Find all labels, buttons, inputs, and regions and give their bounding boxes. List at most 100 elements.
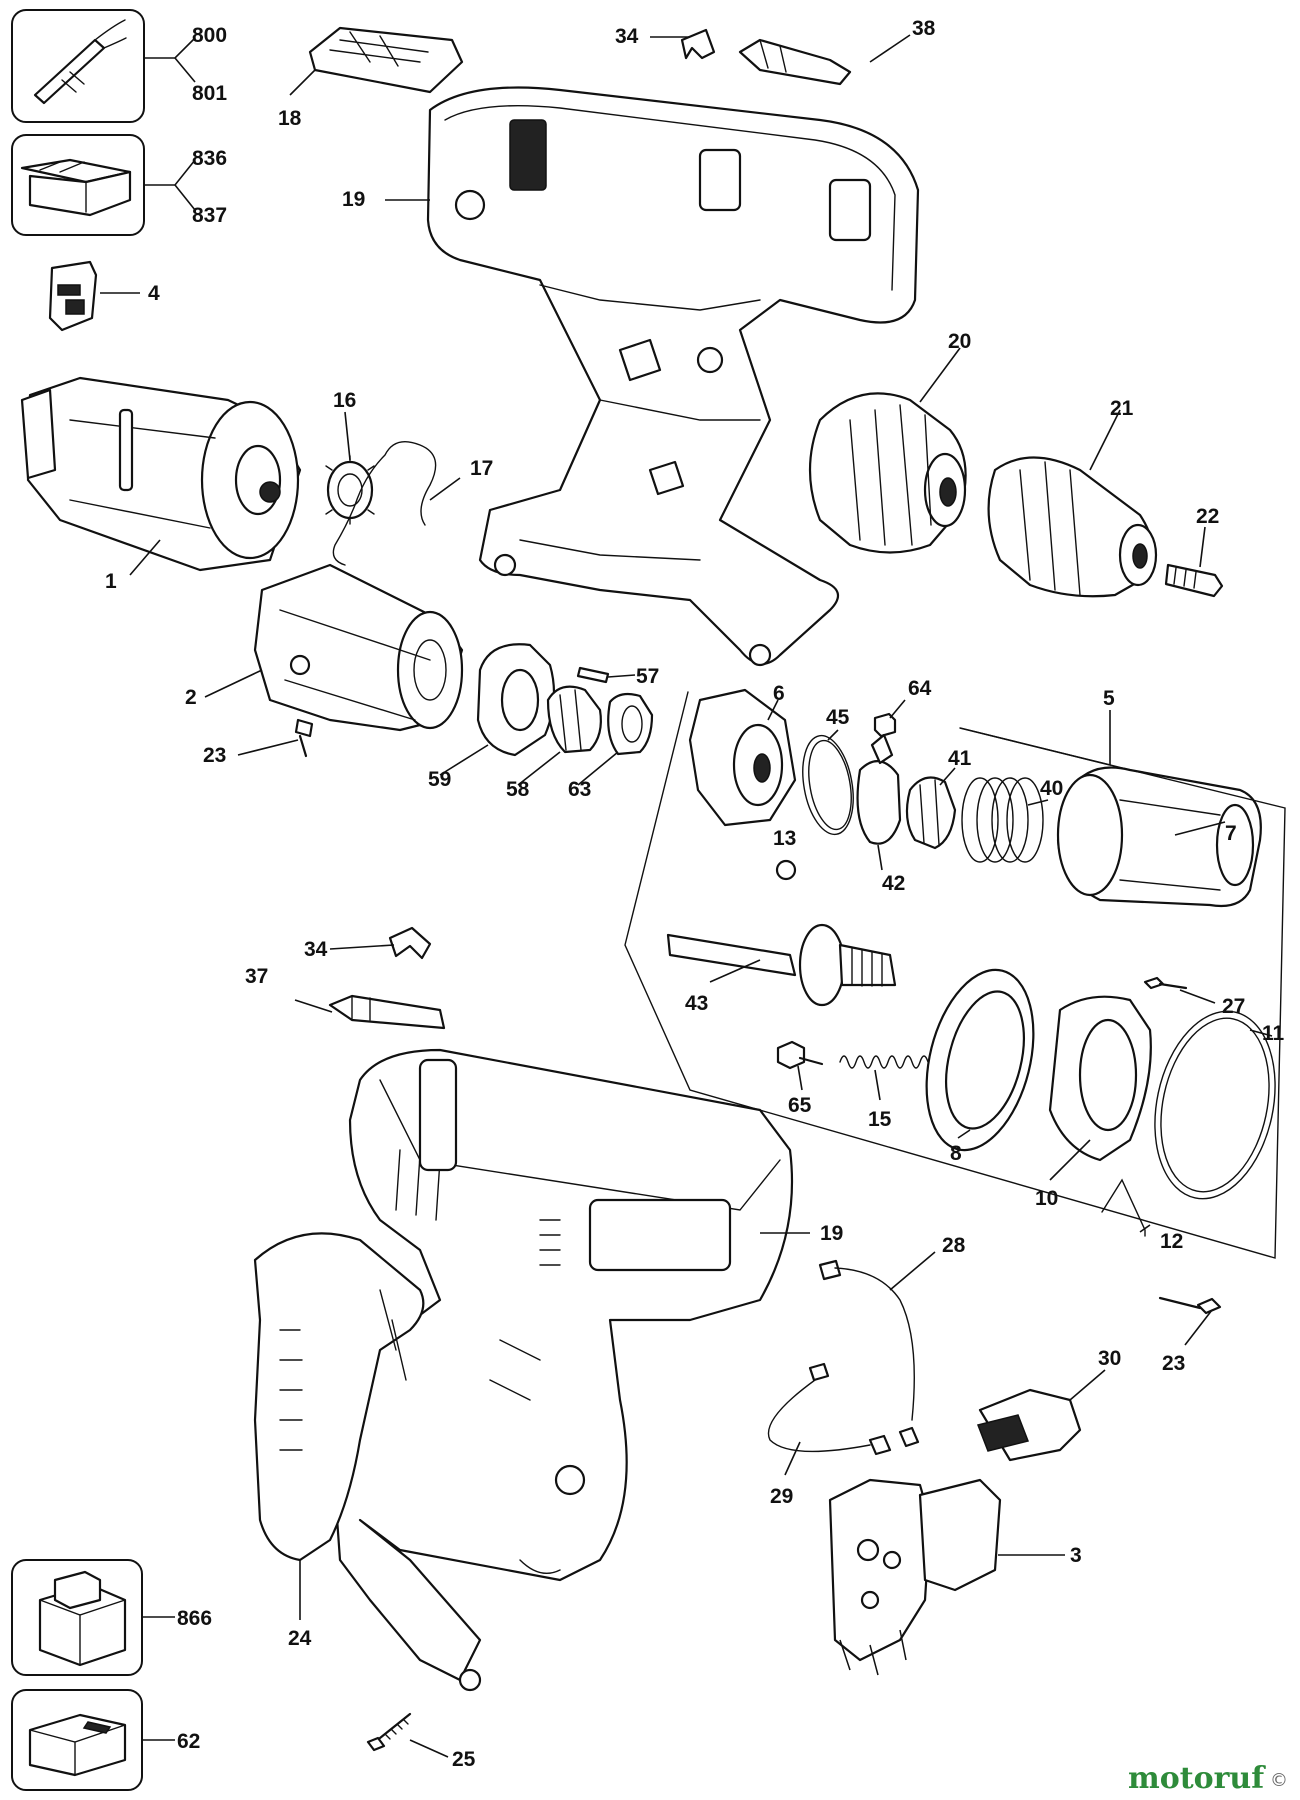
callout-800: 800 bbox=[192, 24, 227, 47]
callout-64: 64 bbox=[908, 677, 932, 700]
callout-16: 16 bbox=[333, 389, 356, 412]
part-38-bit-top bbox=[738, 38, 852, 86]
part-40-spring bbox=[961, 777, 1044, 863]
part-11-ring bbox=[1154, 1010, 1276, 1200]
callout-25: 25 bbox=[452, 1748, 476, 1771]
charger-box-62 bbox=[11, 1689, 143, 1791]
part-65 bbox=[776, 1040, 824, 1070]
callout-23-left: 23 bbox=[203, 744, 226, 767]
callout-11: 11 bbox=[1262, 1022, 1285, 1045]
part-64-cube bbox=[873, 712, 897, 738]
callout-37: 37 bbox=[245, 965, 268, 988]
part-63-ring-gear bbox=[607, 692, 654, 756]
part-59-ring bbox=[476, 643, 556, 757]
callout-6: 6 bbox=[773, 682, 785, 705]
part-7-gear-case bbox=[1056, 766, 1262, 908]
part-17-clip bbox=[332, 441, 437, 566]
part-6 bbox=[688, 688, 797, 827]
callout-27: 27 bbox=[1222, 995, 1245, 1018]
callout-43: 43 bbox=[685, 992, 708, 1015]
part-13-ball bbox=[775, 859, 797, 881]
callout-13: 13 bbox=[773, 827, 796, 850]
callout-19-bottom: 19 bbox=[820, 1222, 843, 1245]
callout-10: 10 bbox=[1035, 1187, 1058, 1210]
callout-40: 40 bbox=[1040, 777, 1063, 800]
part-2-gearbox bbox=[253, 563, 464, 732]
callout-5: 5 bbox=[1103, 687, 1115, 710]
callout-41: 41 bbox=[948, 747, 972, 770]
callout-17: 17 bbox=[470, 457, 493, 480]
part-43-spindle bbox=[666, 923, 897, 1007]
callout-22: 22 bbox=[1196, 505, 1219, 528]
callout-836: 836 bbox=[192, 147, 227, 170]
leader-lines bbox=[100, 34, 1273, 1758]
callout-866: 866 bbox=[177, 1607, 212, 1630]
callout-65: 65 bbox=[788, 1094, 812, 1117]
part-34-clip-top bbox=[680, 28, 716, 60]
part-20-collar bbox=[808, 392, 967, 554]
part-12 bbox=[1101, 1178, 1146, 1237]
battery-box-866 bbox=[11, 1559, 143, 1676]
part-42 bbox=[856, 733, 902, 845]
callout-34-top: 34 bbox=[615, 25, 639, 48]
watermark-text: motoruf bbox=[1128, 1761, 1266, 1796]
callout-15: 15 bbox=[868, 1108, 892, 1131]
part-15-spring bbox=[839, 1055, 929, 1069]
callout-4: 4 bbox=[148, 282, 160, 305]
callout-24: 24 bbox=[288, 1627, 312, 1650]
part-19-housing-left-half bbox=[426, 86, 920, 667]
part-8-ring-gear bbox=[925, 968, 1035, 1152]
callout-7: 7 bbox=[1225, 822, 1237, 845]
part-57-pin bbox=[576, 666, 610, 684]
part-10 bbox=[1048, 995, 1152, 1162]
callouts: 800 801 836 837 4 1 16 17 18 19 34 38 20… bbox=[105, 17, 1285, 1771]
watermark: motoruf © bbox=[1128, 1761, 1288, 1796]
callout-8: 8 bbox=[950, 1142, 962, 1165]
part-34-clip-left bbox=[388, 926, 432, 960]
part-28-wire bbox=[818, 1259, 915, 1421]
part-24-grip bbox=[253, 1232, 425, 1562]
part-58-carrier bbox=[546, 685, 602, 754]
part-27-screw bbox=[1143, 976, 1188, 990]
callout-21: 21 bbox=[1110, 397, 1134, 420]
part-18 bbox=[308, 26, 464, 94]
part-3-switch bbox=[828, 1478, 1002, 1676]
callout-62: 62 bbox=[177, 1730, 200, 1753]
part-5-assembly-frame bbox=[624, 691, 1286, 1259]
callout-30: 30 bbox=[1098, 1347, 1121, 1370]
part-1-motor bbox=[20, 376, 302, 572]
part-45-snap-ring bbox=[802, 734, 854, 836]
callout-3: 3 bbox=[1070, 1544, 1082, 1567]
part-22-screw bbox=[1164, 563, 1224, 598]
part-37-bit-left bbox=[328, 994, 446, 1030]
callout-12: 12 bbox=[1160, 1230, 1183, 1253]
callout-837: 837 bbox=[192, 204, 227, 227]
callout-18: 18 bbox=[278, 107, 302, 130]
watermark-copyright: © bbox=[1270, 1770, 1288, 1791]
callout-45: 45 bbox=[826, 706, 850, 729]
callout-801: 801 bbox=[192, 82, 227, 105]
part-21-chuck bbox=[987, 456, 1158, 598]
callout-23-right: 23 bbox=[1162, 1352, 1185, 1375]
part-30-button bbox=[976, 1388, 1082, 1462]
callout-29: 29 bbox=[770, 1485, 793, 1508]
callout-63: 63 bbox=[568, 778, 591, 801]
callout-57: 57 bbox=[636, 665, 659, 688]
part-29-wire bbox=[767, 1362, 920, 1456]
accessory-box-800-801 bbox=[11, 9, 145, 123]
callout-28: 28 bbox=[942, 1234, 966, 1257]
callout-42: 42 bbox=[882, 872, 905, 895]
callout-34-left: 34 bbox=[304, 938, 328, 961]
callout-59: 59 bbox=[428, 768, 451, 791]
callout-58: 58 bbox=[506, 778, 530, 801]
callout-2: 2 bbox=[185, 686, 197, 709]
callout-20: 20 bbox=[948, 330, 971, 353]
callout-1: 1 bbox=[105, 570, 117, 593]
part-19-housing-right-half bbox=[328, 1048, 794, 1692]
part-23-screw-right bbox=[1158, 1296, 1222, 1315]
part-4 bbox=[48, 260, 98, 332]
callout-38: 38 bbox=[912, 17, 936, 40]
part-25-screw bbox=[366, 1712, 412, 1752]
part-23-screw-left bbox=[294, 718, 314, 758]
